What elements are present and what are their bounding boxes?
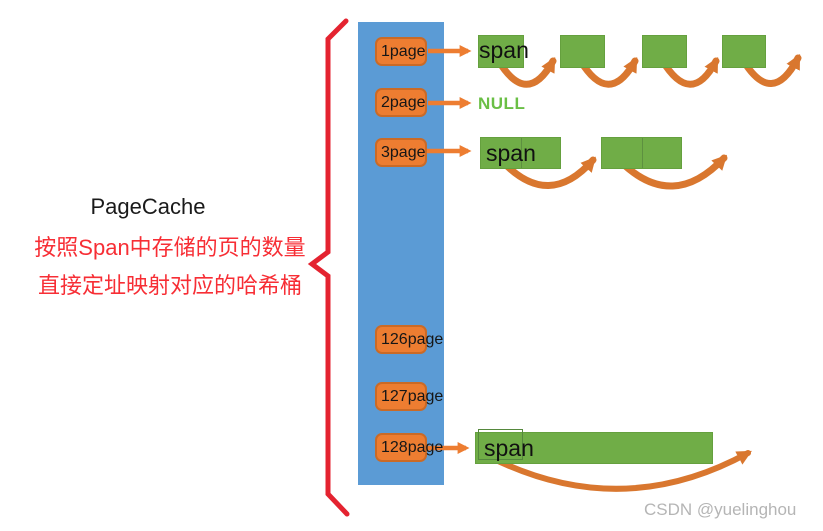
bucket-3page: 3page (375, 138, 427, 167)
bucket-128page: 128page (375, 433, 443, 462)
caption-line1: 按照Span中存储的页的数量 (34, 235, 306, 260)
span-node (560, 35, 605, 68)
curve-row3-2 (617, 154, 728, 190)
curve-row3-1 (499, 156, 597, 189)
cell-divider (520, 138, 522, 168)
curve-row1-3 (658, 56, 720, 88)
span-node-2cell (601, 137, 682, 169)
bucket-126page: 126page (375, 325, 443, 354)
curve-row1-4 (739, 54, 802, 87)
curve-row1-1 (494, 56, 557, 88)
null-label: NULL (478, 94, 526, 113)
red-brace (307, 18, 350, 517)
span-node (478, 35, 524, 68)
span-label-row1: span (479, 37, 529, 63)
curve-row128 (489, 450, 752, 492)
caption-line2: 直接定址映射对应的哈希桶 (37, 273, 302, 298)
bucket-2page: 2page (375, 88, 427, 117)
bucket-1page: 1page (375, 37, 427, 66)
span-node (722, 35, 766, 68)
watermark: CSDN @yuelinghou (644, 500, 797, 519)
span-node (642, 35, 687, 68)
curve-row1-2 (576, 56, 639, 88)
span-node-128page (475, 429, 713, 464)
span-label-row3: span (486, 140, 536, 166)
bucket-127page: 127page (375, 382, 443, 411)
first-cell-outline (478, 429, 523, 460)
span-label-row128: span (484, 435, 534, 461)
pagecache-title: PageCache (90, 194, 206, 219)
cell-divider (641, 138, 643, 168)
span-node-2cell (480, 137, 561, 169)
